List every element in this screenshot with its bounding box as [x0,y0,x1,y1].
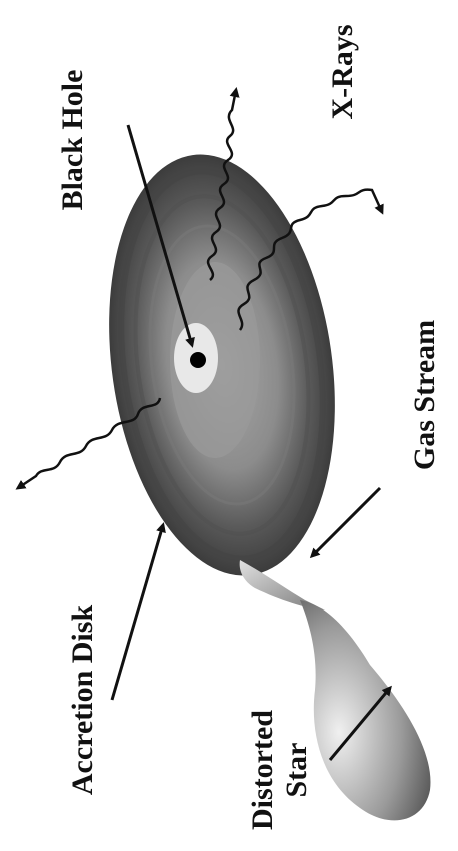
gas-stream [240,560,325,610]
label-gas-stream: Gas Stream [408,320,441,470]
distorted-star [300,600,430,820]
label-x-rays: X-Rays [326,25,359,120]
label-star: Star [280,743,313,798]
label-black-hole: Black Hole [56,70,89,211]
label-distorted: Distorted [246,710,279,830]
black-hole [174,323,218,393]
accretion-disk-arrow [112,525,163,700]
gas-stream-arrow [312,488,380,556]
label-accretion-disk: Accretion Disk [66,605,99,796]
